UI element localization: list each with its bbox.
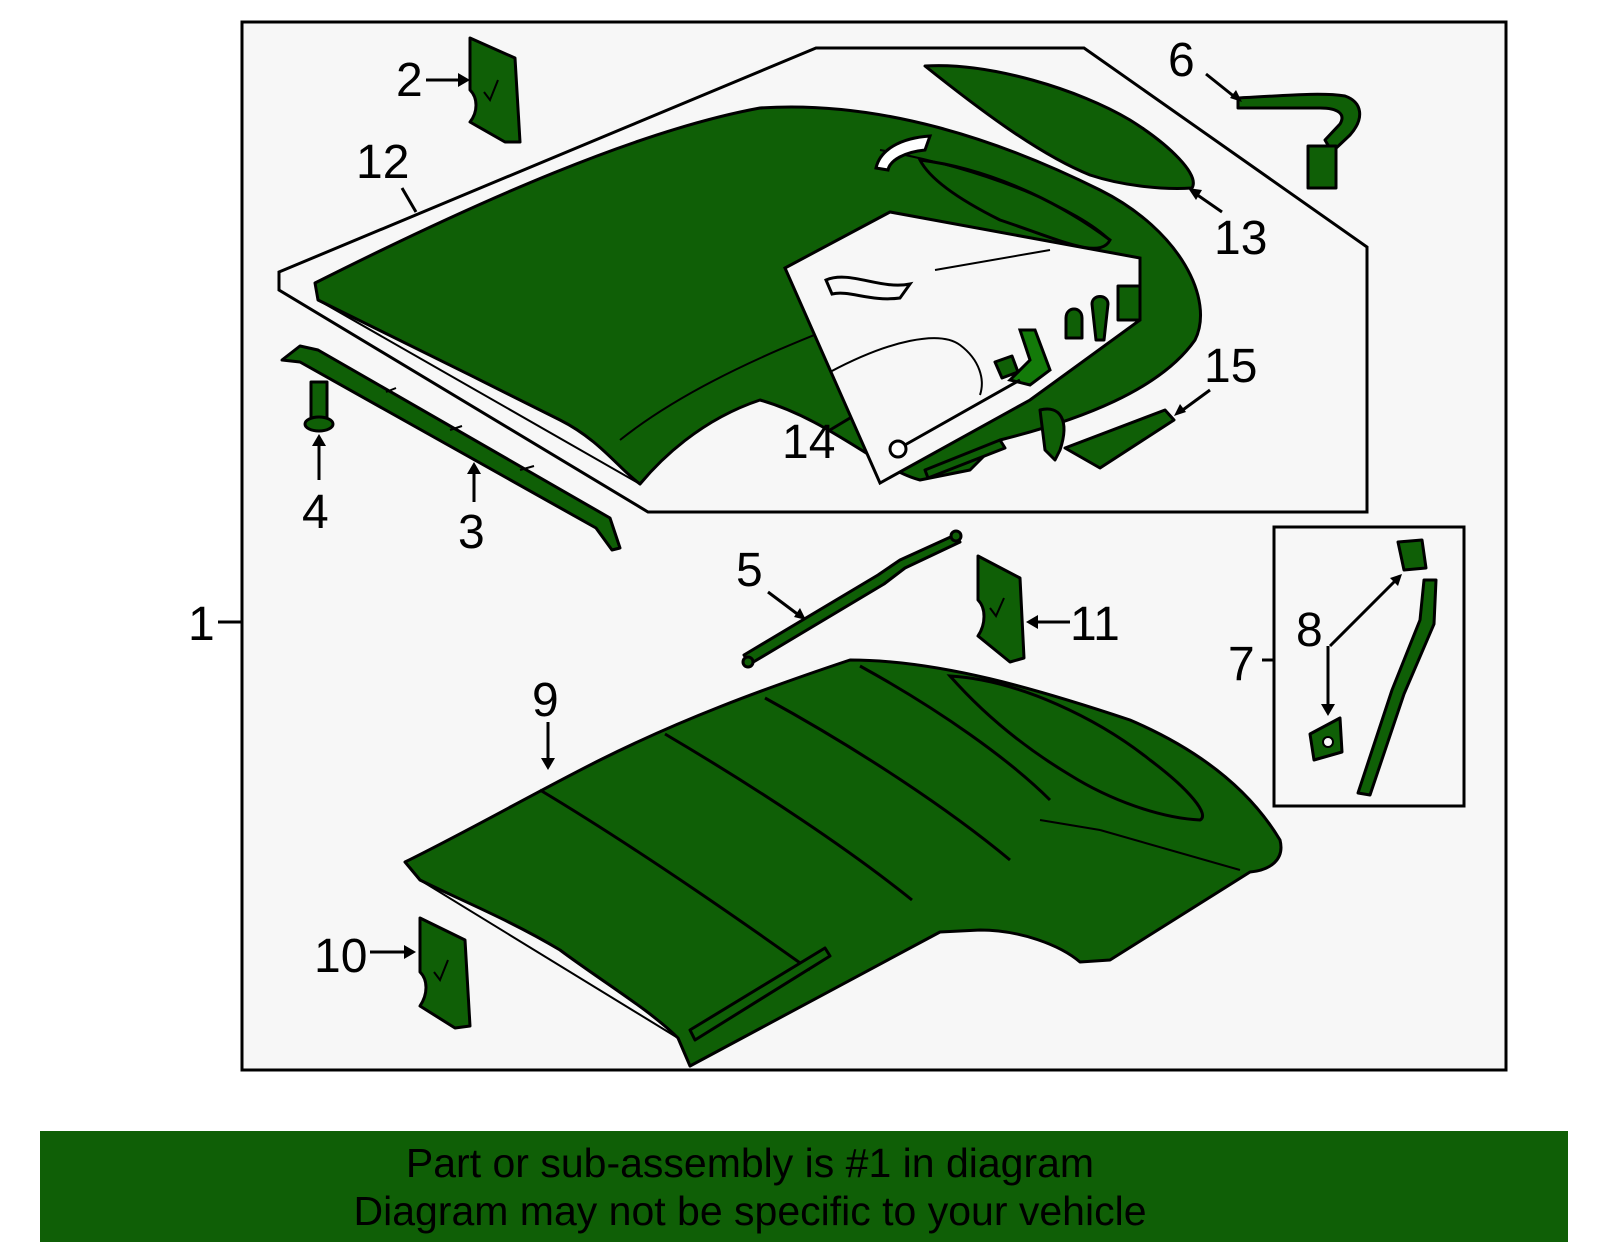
banner-line-1: Part or sub-assembly is #1 in diagram [405,1140,1095,1186]
hinge-part-7 [1356,578,1438,797]
leader-lines [218,72,1402,959]
weatherstrip-part-15 [923,407,1176,480]
banner-line-2: Diagram may not be specific to your vehi… [353,1188,1147,1234]
soft-top-part-9 [403,658,1283,1068]
callout-8: 8 [1296,604,1323,657]
callout-4: 4 [302,486,329,539]
cable-part-6 [1236,92,1361,190]
callout-3: 3 [458,506,485,559]
callout-13: 13 [1214,212,1267,265]
hardware-inset-part-14 [783,210,1142,486]
callout-7: 7 [1228,638,1255,691]
label-part-10 [418,916,472,1030]
gas-strut-part-5 [741,529,963,669]
callout-6: 6 [1168,34,1195,87]
label-part-11 [976,554,1026,664]
callout-10: 10 [314,930,367,983]
callout-2: 2 [396,54,423,107]
callout-5: 5 [736,544,763,597]
callout-15: 15 [1204,340,1257,393]
label-part-2 [468,36,522,144]
callout-1: 1 [188,598,215,651]
bushing-part-8 [1308,538,1428,762]
callout-9: 9 [532,674,559,727]
callout-14: 14 [782,416,835,469]
disclaimer-banner: Part or sub-assembly is #1 in diagram Di… [40,1131,1568,1242]
hardtop-subassembly-outline [277,46,1369,514]
rear-window-part-13 [923,64,1195,190]
callout-12: 12 [356,136,409,189]
bolt-part-4 [303,380,335,433]
moulding-part-3 [280,344,622,552]
callout-11: 11 [1070,598,1120,651]
